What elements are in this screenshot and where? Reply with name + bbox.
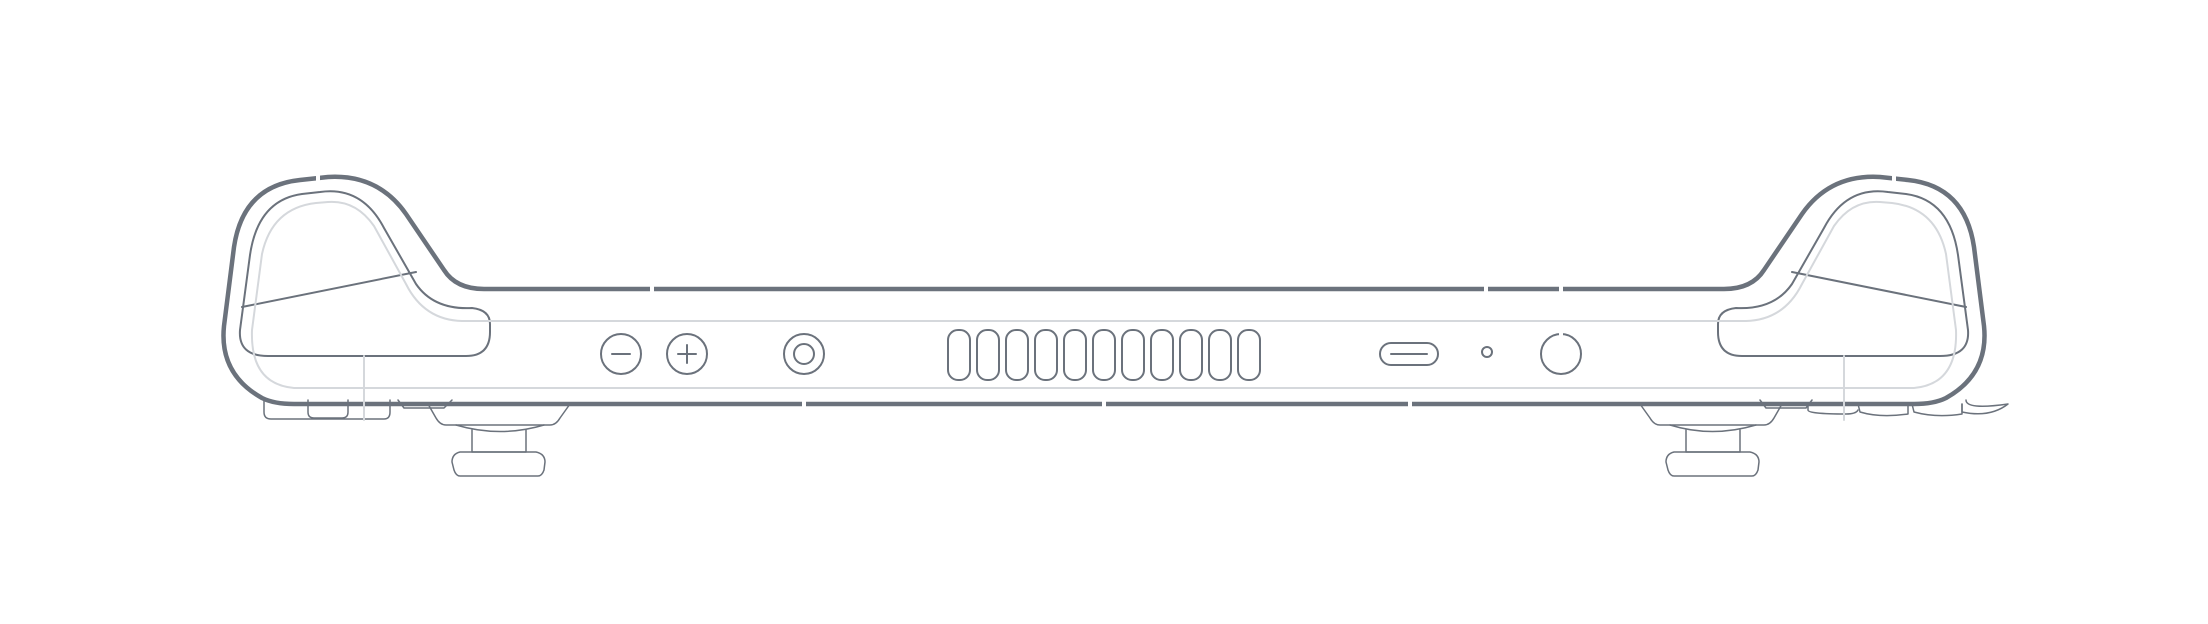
headphone-jack <box>783 333 825 375</box>
right-bumper-tab-2 <box>1911 403 1963 417</box>
right-bumper-tab-1 <box>1857 403 1909 417</box>
vent-slot <box>947 329 971 381</box>
right-bumper-tab-3 <box>1961 399 2009 415</box>
vent-slot <box>1150 329 1174 381</box>
plus-icon <box>677 344 697 364</box>
microphone-hole <box>1481 346 1493 358</box>
right-bumper <box>1807 403 1859 415</box>
vent-slot <box>1005 329 1029 381</box>
left-trigger-housing <box>427 403 571 426</box>
right-shoulder-group <box>1639 399 2009 477</box>
vent-slot <box>1179 329 1203 381</box>
volume-down-button <box>600 333 642 375</box>
vent-slot <box>976 329 1000 381</box>
vent-slot <box>1034 329 1058 381</box>
left-trigger-cap <box>451 451 546 477</box>
usb-c-port <box>1379 342 1439 366</box>
vent-slot <box>1092 329 1116 381</box>
right-trigger-curve <box>1669 424 1757 433</box>
left-trigger-curve <box>455 424 545 433</box>
left-bumper-inner <box>307 399 349 419</box>
outline-seams <box>316 173 1896 408</box>
inner-face-light-line <box>250 200 1958 389</box>
left-bumper <box>263 399 391 420</box>
right-trigger-stem <box>1685 429 1741 453</box>
vent-slot <box>1121 329 1145 381</box>
right-grip-inner-rim <box>1717 190 1970 357</box>
right-trigger-cap <box>1665 451 1760 477</box>
left-grip-diagonal <box>241 271 417 308</box>
vent-slot <box>1208 329 1232 381</box>
volume-up-button <box>666 333 708 375</box>
power-button <box>1540 333 1582 375</box>
left-grip-inner-rim <box>238 190 491 357</box>
vent-slot <box>1237 329 1261 381</box>
vent-grille <box>947 329 1261 381</box>
vent-slot <box>1063 329 1087 381</box>
right-grip-diagonal <box>1791 271 1967 308</box>
left-trigger-stem <box>471 429 527 453</box>
jack-icon <box>793 343 815 365</box>
left-shoulder-group <box>263 399 571 477</box>
body-outer-outline <box>221 174 1987 407</box>
right-trigger-housing <box>1639 403 1783 426</box>
